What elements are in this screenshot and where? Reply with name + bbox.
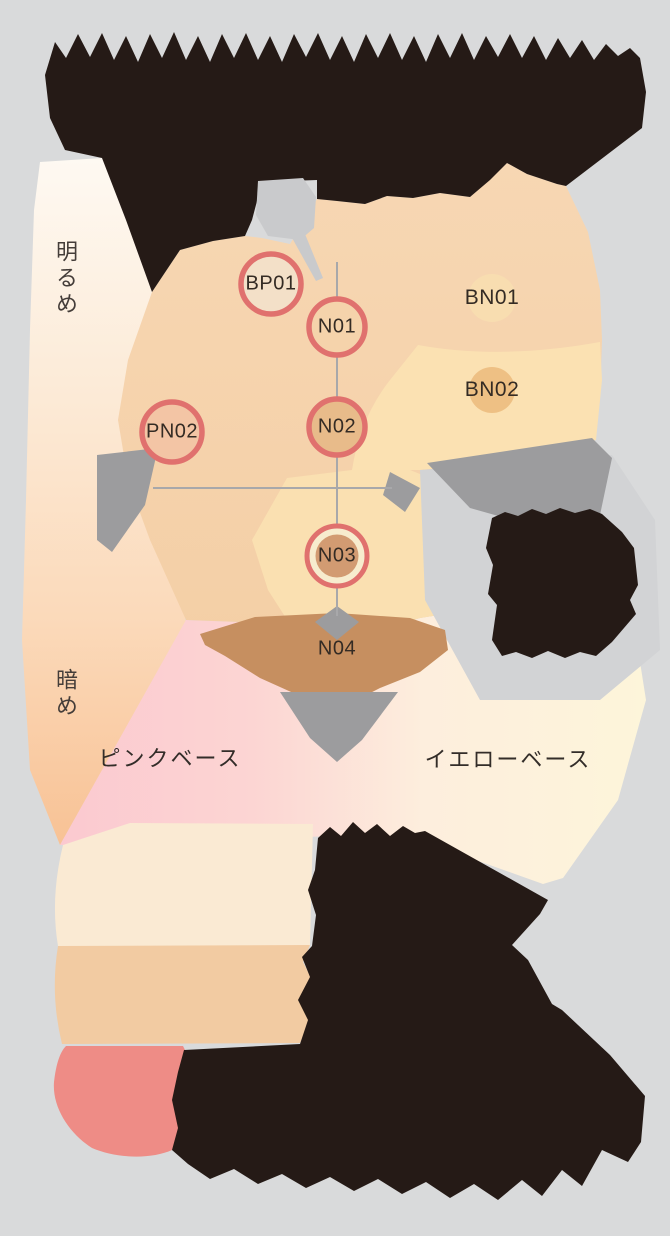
callout-pointer-shape — [256, 178, 316, 240]
shade-label-n04: N04 — [317, 637, 357, 660]
obscured-caption-blob-right — [486, 508, 638, 658]
axis-label-dark: 暗め — [53, 668, 78, 720]
base-label-pink: ピンクベース — [98, 746, 242, 771]
gray-wedge-right — [427, 438, 612, 532]
gray-wedge-left — [97, 448, 158, 552]
axis-label-bright: 明るめ — [53, 240, 78, 318]
swatch-cream-band — [54, 823, 313, 946]
shade-label-bp01: BP01 — [245, 272, 297, 295]
gray-diamond-upper — [383, 472, 420, 512]
swatch-peach-band — [54, 945, 313, 1044]
shade-marker-n01 — [306, 296, 368, 358]
shade-label-bn02: BN02 — [464, 378, 520, 401]
obscured-title-blob — [45, 32, 646, 292]
shade-marker-pn02 — [139, 399, 205, 465]
shade-label-pn02: PN02 — [145, 420, 199, 443]
swatch-coral-blob — [53, 1046, 189, 1157]
shade-label-bn01: BN01 — [464, 286, 520, 309]
shade-label-n01: N01 — [317, 315, 357, 338]
shade-label-n03: N03 — [317, 544, 357, 567]
shade-marker-n02 — [306, 396, 368, 458]
shade-spot-bn01 — [468, 274, 516, 322]
shade-spot-bn02 — [469, 367, 515, 413]
obscured-caption-blob-bottom — [172, 822, 645, 1200]
gray-diamond-n04 — [315, 606, 359, 640]
gray-vee-below-n04 — [280, 692, 398, 762]
shade-marker-bp01 — [238, 251, 304, 317]
shade-label-n02: N02 — [317, 415, 357, 438]
shade-marker-n03 — [304, 523, 370, 589]
callout-pointer-tail — [291, 234, 323, 281]
shade-band-n04 — [200, 613, 448, 710]
base-label-yellow: イエローベース — [424, 747, 592, 772]
